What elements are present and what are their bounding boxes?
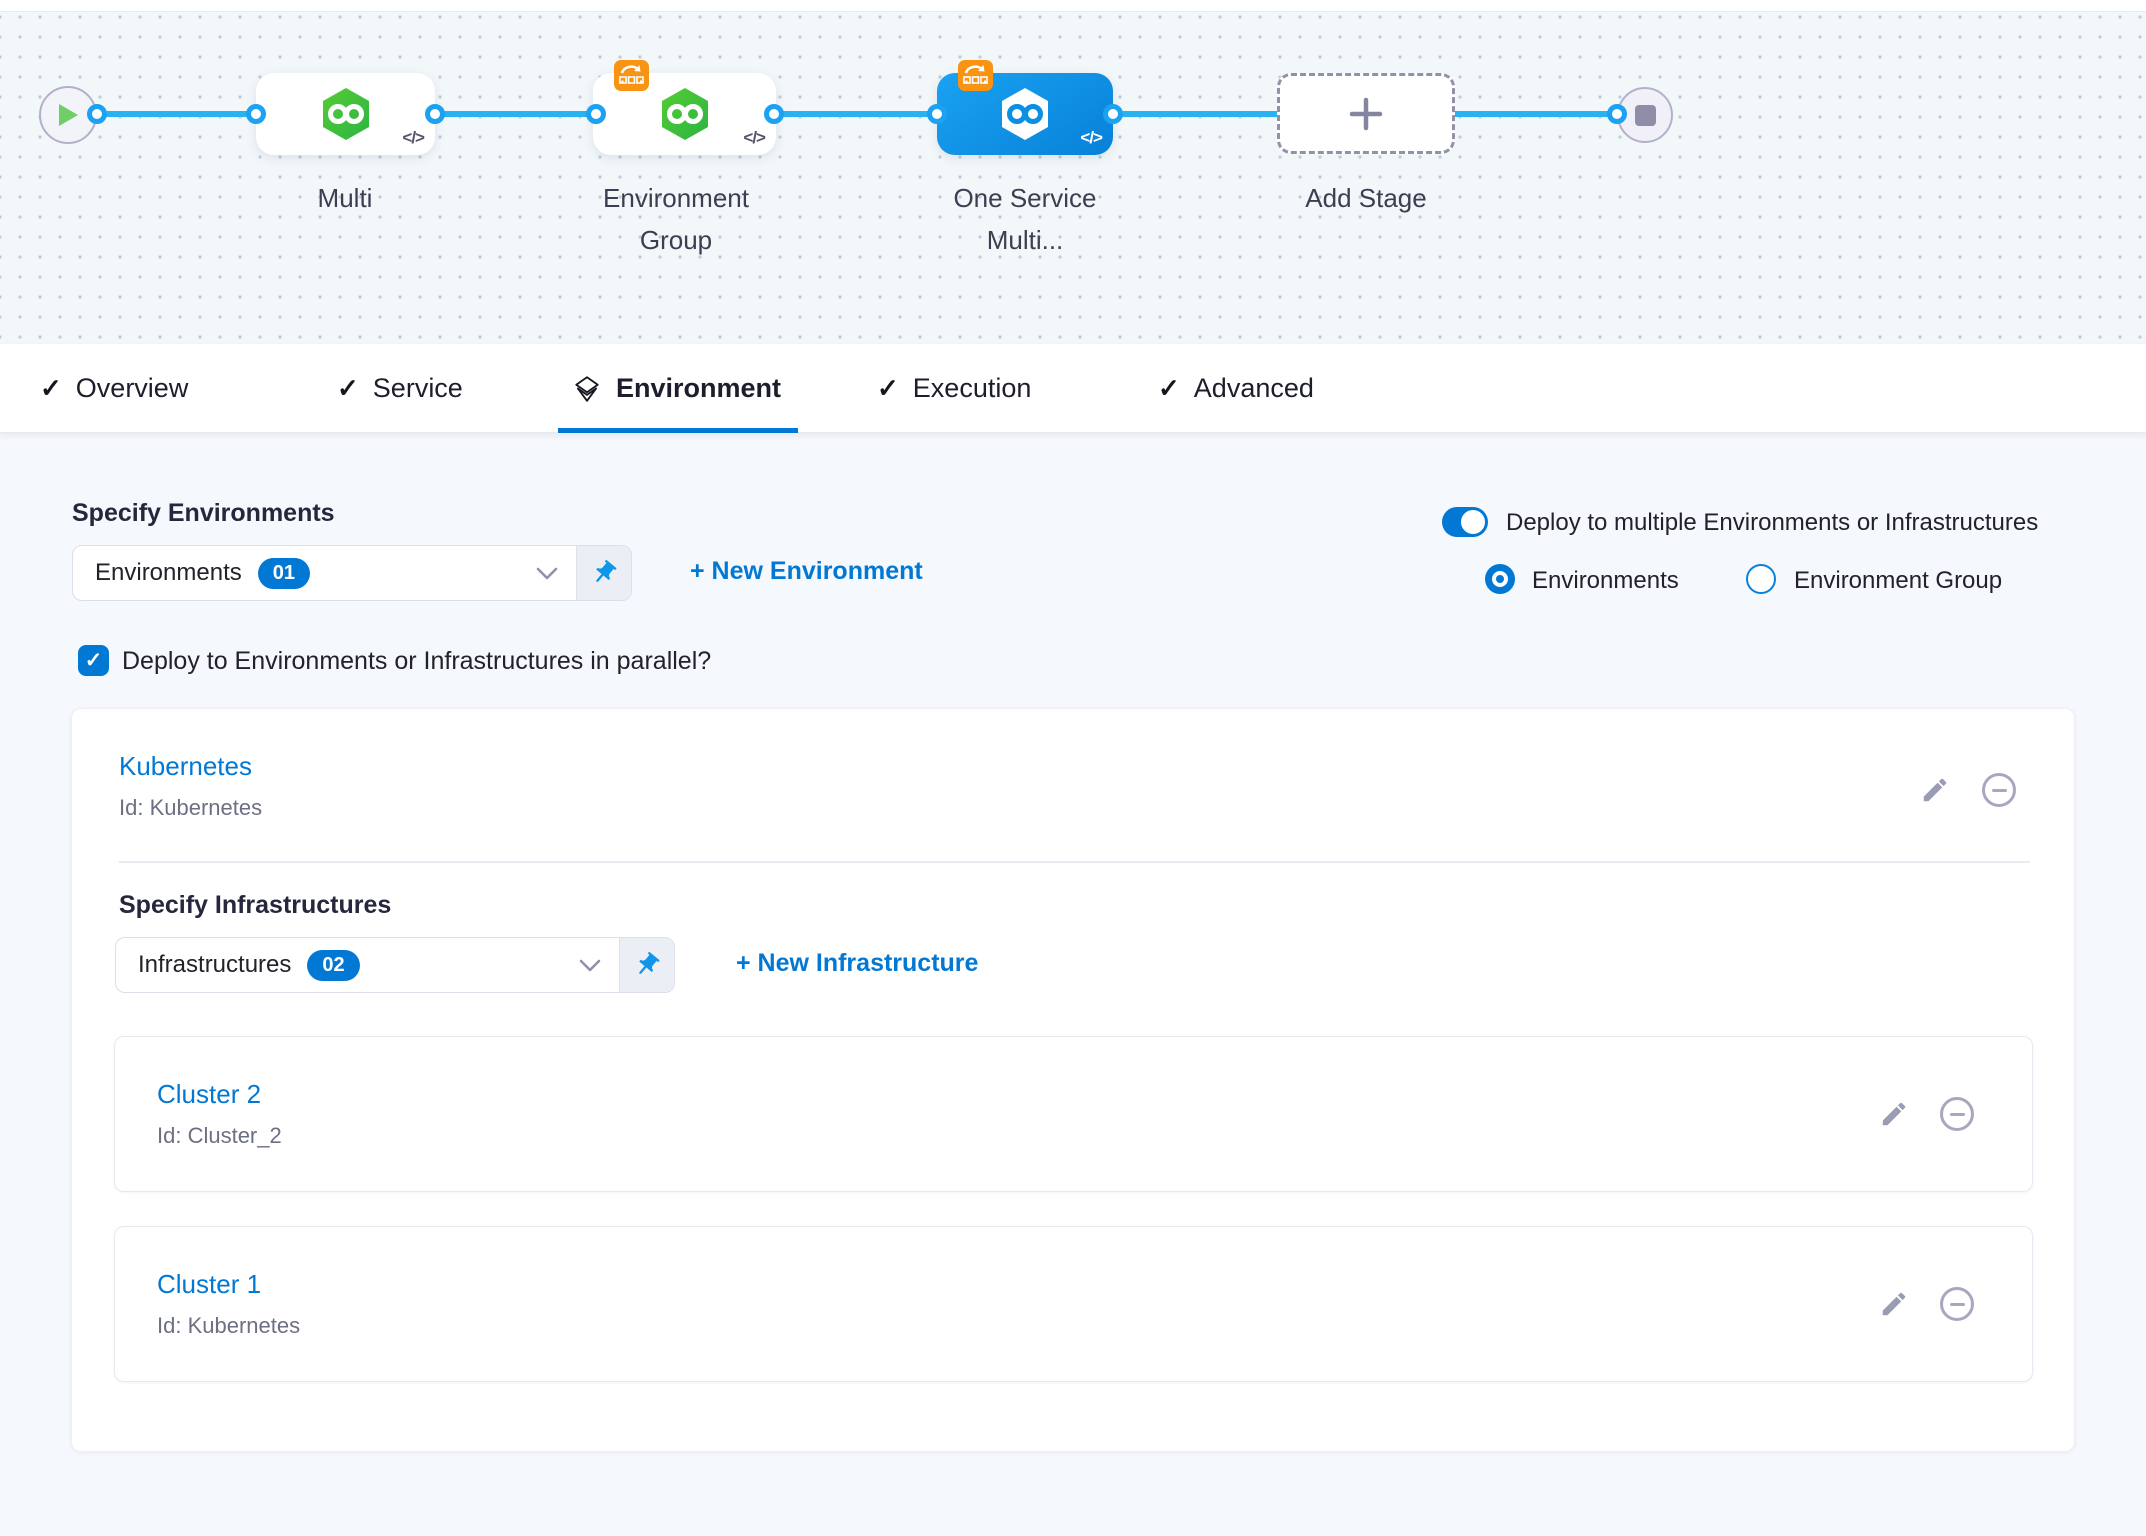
edit-infrastructure-button[interactable] [1879, 1289, 1909, 1319]
tab-service[interactable]: ✓ Service [337, 344, 463, 433]
stage-label-one-service-multi: One Service Multi... [953, 183, 1097, 255]
minus-icon [1949, 1112, 1965, 1116]
count-badge: 02 [307, 949, 360, 981]
new-environment-link[interactable]: + New Environment [690, 557, 923, 585]
connector-port [764, 104, 784, 124]
pin-button[interactable] [619, 938, 674, 992]
pin-button[interactable] [576, 546, 631, 600]
card-divider [119, 861, 2030, 863]
plus-icon [1349, 97, 1383, 130]
tab-label: Execution [912, 373, 1032, 403]
new-infrastructure-link[interactable]: + New Infrastructure [736, 949, 979, 977]
stage-label-environment-group: Environment Group [603, 183, 749, 255]
tab-label: Overview [75, 373, 189, 403]
pushpin-icon [639, 952, 660, 974]
connector-port [1607, 104, 1627, 124]
connector-port [1103, 104, 1123, 124]
specify-infrastructures-heading: Specify Infrastructures [119, 891, 392, 919]
yaml-code-glyph: </> [402, 128, 425, 147]
check-icon: ✓ [40, 373, 62, 403]
edit-environment-button[interactable] [1920, 775, 1950, 805]
dropdown-label: Infrastructures [138, 951, 292, 978]
connector-port [425, 104, 445, 124]
stage-config-tabbar: ✓ Overview ✓ Service Environment ✓ Execu… [0, 344, 2146, 433]
stop-icon [1634, 104, 1656, 126]
pipeline-connector-line [96, 111, 1645, 117]
tab-advanced[interactable]: ✓ Advanced [1158, 344, 1314, 433]
infrastructure-id: Id: Cluster_2 [157, 1123, 282, 1148]
rolling-deployment-badge-icon [958, 60, 993, 91]
connector-port [927, 104, 947, 124]
deploy-parallel-checkbox[interactable]: ✓ [78, 645, 109, 676]
radio-environments-label[interactable]: Environments [1532, 567, 1679, 594]
stage-node-one-service-multi[interactable]: </> [937, 60, 1113, 155]
service-hexagon-icon-selected [1002, 88, 1048, 140]
specify-environments-heading: Specify Environments [72, 499, 335, 527]
environment-name-link[interactable]: Kubernetes [119, 751, 252, 781]
chevron-down-icon [536, 567, 558, 580]
environment-layers-icon [575, 375, 599, 402]
check-icon: ✓ [1158, 373, 1180, 403]
stage-label-multi: Multi [317, 183, 373, 213]
yaml-code-glyph: </> [743, 128, 766, 147]
infrastructure-card-cluster-1: Cluster 1 Id: Kubernetes [114, 1226, 2033, 1382]
minus-icon [1949, 1302, 1965, 1306]
stage-node-multi[interactable]: </> [256, 73, 435, 155]
service-hexagon-icon [661, 88, 708, 140]
infrastructure-card-cluster-2: Cluster 2 Id: Cluster_2 [114, 1036, 2033, 1192]
add-stage-label: Add Stage [1305, 183, 1427, 213]
check-icon: ✓ [84, 649, 103, 672]
connector-port [586, 104, 606, 124]
count-badge: 01 [257, 557, 310, 589]
add-stage-button[interactable] [1277, 73, 1455, 154]
stage-node-environment-group[interactable]: </> [593, 60, 776, 155]
infrastructure-name-link[interactable]: Cluster 1 [157, 1269, 262, 1299]
pipeline-canvas[interactable]: </> </> [0, 13, 2146, 344]
infrastructures-dropdown-value[interactable]: Infrastructures 02 [116, 938, 619, 992]
edit-infrastructure-button[interactable] [1879, 1099, 1909, 1129]
connector-port [246, 104, 266, 124]
environments-dropdown[interactable]: Environments 01 [72, 545, 632, 601]
tab-label: Advanced [1193, 373, 1314, 403]
tab-label: Environment [616, 373, 782, 403]
toggle-knob [1461, 510, 1485, 534]
remove-infrastructure-button[interactable] [1940, 1097, 1974, 1131]
chevron-down-icon [579, 959, 601, 972]
service-hexagon-icon [322, 88, 369, 140]
tab-label: Service [372, 373, 463, 403]
tab-overview[interactable]: ✓ Overview [40, 344, 188, 433]
infrastructure-id: Id: Kubernetes [157, 1313, 301, 1338]
environment-card: Kubernetes Id: Kubernetes Specify Infras… [71, 708, 2075, 1452]
top-strip [0, 0, 2146, 12]
play-icon [59, 104, 78, 126]
tab-environment[interactable]: Environment [557, 344, 799, 433]
pipeline-start-node [39, 86, 97, 144]
radio-environment-group-label[interactable]: Environment Group [1794, 567, 2003, 594]
infrastructures-dropdown[interactable]: Infrastructures 02 [115, 937, 675, 993]
tab-execution[interactable]: ✓ Execution [877, 344, 1031, 433]
remove-environment-button[interactable] [1982, 773, 2016, 807]
connector-port [87, 104, 107, 124]
environment-id: Id: Kubernetes [119, 795, 263, 820]
radio-environments[interactable] [1485, 564, 1515, 594]
yaml-code-glyph: </> [1080, 128, 1103, 147]
check-icon: ✓ [337, 373, 359, 403]
pushpin-icon [596, 560, 617, 582]
rolling-deployment-badge-icon [614, 60, 649, 91]
infrastructure-name-link[interactable]: Cluster 2 [157, 1079, 262, 1109]
deploy-multiple-toggle-label: Deploy to multiple Environments or Infra… [1506, 509, 2039, 536]
remove-infrastructure-button[interactable] [1940, 1287, 1974, 1321]
environment-tab-content: Specify Environments Environments 01 + N… [0, 433, 2146, 1536]
dropdown-label: Environments [95, 559, 242, 586]
minus-icon [1991, 788, 2007, 792]
environments-dropdown-value[interactable]: Environments 01 [73, 546, 576, 600]
check-icon: ✓ [877, 373, 899, 403]
radio-environment-group[interactable] [1746, 564, 1776, 594]
deploy-parallel-checkbox-label: Deploy to Environments or Infrastructure… [122, 647, 712, 675]
deploy-multiple-toggle[interactable] [1442, 507, 1488, 537]
